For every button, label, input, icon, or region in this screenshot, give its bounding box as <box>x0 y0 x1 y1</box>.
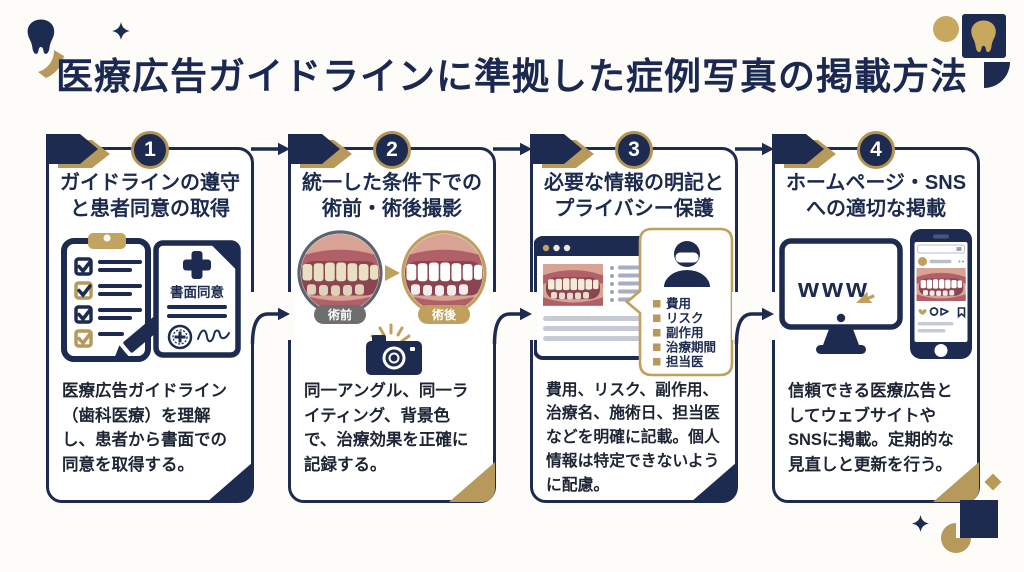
privacy-callout: 費用 リスク 副作用 治療期間 担当医 <box>624 227 734 377</box>
step-description: 信頼できる医療広告としてウェブサイトやSNSに掲載。定期的な見直しと更新を行う。 <box>788 381 954 475</box>
step-number-badge: 4 <box>857 131 895 169</box>
document-label: 書面同意 <box>170 284 224 300</box>
case-photo <box>543 263 603 306</box>
consent-document-icon: 書面同意 <box>153 240 241 358</box>
arrow-right-icon <box>385 264 400 281</box>
callout-item: 治療期間 <box>666 339 716 354</box>
callout-item: 費用 <box>666 296 691 311</box>
step-card-1: 1 ガイドラインの遵守 と患者同意の取得 <box>45 131 254 503</box>
step-number-badge: 3 <box>615 131 653 169</box>
flag-decoration <box>287 134 354 170</box>
flag-decoration <box>45 134 112 170</box>
flag-decoration <box>529 134 596 170</box>
step1-graphic: 書面同意 <box>49 227 251 377</box>
step-title: 統一した条件下での 術前・術後撮影 <box>302 172 482 221</box>
step-number: 4 <box>870 138 882 161</box>
gold-pacman-decoration <box>941 523 971 558</box>
callout-item: 担当医 <box>666 354 704 369</box>
before-label: 術前 <box>327 307 352 322</box>
gold-diamond-decoration <box>984 473 1002 496</box>
step-number-badge: 1 <box>131 131 169 169</box>
step-description: 同一アングル、同一ライティング、背景色で、治療効果を正確に記録する。 <box>304 381 469 475</box>
step-number: 3 <box>628 138 640 161</box>
step-card-2: 2 統一した条件下での 術前・術後撮影 術前 <box>287 131 496 503</box>
www-label: www <box>797 273 870 303</box>
flag-decoration <box>771 134 838 170</box>
step4-graphic: www <box>775 227 977 377</box>
step-title: 必要な情報の明記と プライバシー保護 <box>544 172 724 221</box>
step-card-4: 4 ホームページ・SNS への適切な掲載 www <box>771 131 980 503</box>
step-number: 2 <box>386 138 398 161</box>
callout-item: リスク <box>666 311 704 325</box>
signature-scribble <box>197 329 230 343</box>
monitor-www-icon: www <box>779 238 903 354</box>
callout-item: 副作用 <box>666 325 704 340</box>
sparkle-icon <box>912 515 929 537</box>
page-title: 医療広告ガイドラインに準拠した症例写真の掲載方法 <box>56 56 968 97</box>
camera-icon <box>366 323 422 375</box>
step-description: 費用、リスク、副作用、治療名、施術日、担当医などを明確に記載。個人情報は特定でき… <box>546 381 720 494</box>
clipboard-checklist-icon <box>61 232 169 362</box>
cursor-icon <box>856 291 875 303</box>
gold-circle-decoration <box>933 16 959 47</box>
step-description: 医療広告ガイドライン（歯科医療）を理解し、患者から書面での同意を取得する。 <box>62 381 227 475</box>
step-card-3: 3 必要な情報の明記と プライバシー保護 <box>529 131 738 503</box>
after-label: 術後 <box>431 307 457 322</box>
navy-square-decoration <box>960 500 998 543</box>
step2-graphic: 術前 術後 <box>291 227 493 377</box>
masked-person-icon <box>664 240 710 287</box>
sns-post-photo <box>916 267 966 301</box>
step-number-badge: 2 <box>373 131 411 169</box>
after-photo: 術後 <box>401 230 487 324</box>
step-title: ホームページ・SNS への適切な掲載 <box>785 172 967 221</box>
step-number: 1 <box>144 138 156 161</box>
sparkle-icon <box>112 22 130 45</box>
step-title: ガイドラインの遵守 と患者同意の取得 <box>60 172 240 221</box>
before-photo: 術前 <box>297 230 383 324</box>
step3-graphic: 費用 リスク 副作用 治療期間 担当医 <box>533 227 735 377</box>
smartphone-sns-icon <box>910 228 972 359</box>
